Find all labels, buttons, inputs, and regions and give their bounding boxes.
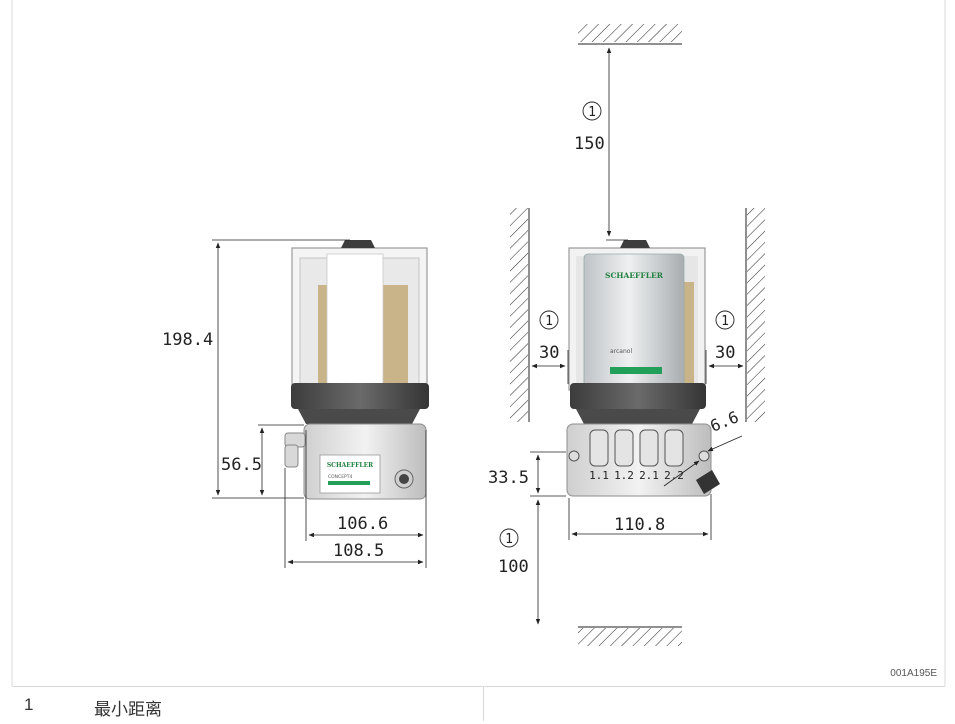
right-dispenser: SCHAEFFLER arcanol 1.1 1.2 2.1 2.2: [566, 240, 720, 497]
right-dimensions: [530, 47, 744, 625]
legend-row: 1 最小距离: [12, 686, 945, 721]
dim-width-inner: 106.6: [337, 514, 388, 534]
svg-text:1: 1: [545, 314, 553, 329]
cartridge-product: arcanol: [610, 348, 632, 355]
dim-width-outer: 108.5: [333, 541, 384, 561]
callout-left: 1: [539, 310, 559, 330]
outlet-2-2: 2.2: [664, 469, 684, 482]
figure-id: 001A195E: [890, 668, 937, 679]
dim-hole-diameter: 6.6: [707, 407, 741, 435]
cartridge-brand: SCHAEFFLER: [605, 271, 664, 280]
dim-clearance-bottom: 100: [498, 557, 529, 577]
dim-clearance-left: 30: [539, 343, 559, 363]
svg-text:1: 1: [588, 105, 596, 120]
dim-clearance-top: 150: [574, 134, 605, 154]
legend-text: 最小距离: [94, 700, 162, 720]
outlet-1-2: 1.2: [614, 469, 634, 482]
left-label-brand: SCHAEFFLER: [327, 462, 374, 469]
legend-divider: [483, 687, 484, 721]
svg-text:1: 1: [505, 532, 513, 547]
callout-bottom: 1: [499, 528, 519, 548]
svg-text:1: 1: [721, 314, 729, 329]
mounting-walls: [510, 24, 765, 646]
dim-width-right: 110.8: [614, 515, 665, 535]
left-label-model: CONCEPT4: [328, 474, 352, 480]
dim-base-height: 33.5: [488, 468, 529, 488]
dim-height-base: 56.5: [221, 455, 262, 475]
callout-right: 1: [715, 310, 735, 330]
dim-clearance-right: 30: [715, 343, 735, 363]
left-dimensions: [212, 239, 427, 568]
left-dispenser: SCHAEFFLER CONCEPT4: [284, 240, 429, 500]
legend-number: 1: [24, 695, 34, 714]
outlet-1-1: 1.1: [589, 469, 609, 482]
outlet-2-1: 2.1: [639, 469, 659, 482]
dim-height-total: 198.4: [162, 330, 213, 350]
callout-top: 1: [582, 101, 602, 121]
